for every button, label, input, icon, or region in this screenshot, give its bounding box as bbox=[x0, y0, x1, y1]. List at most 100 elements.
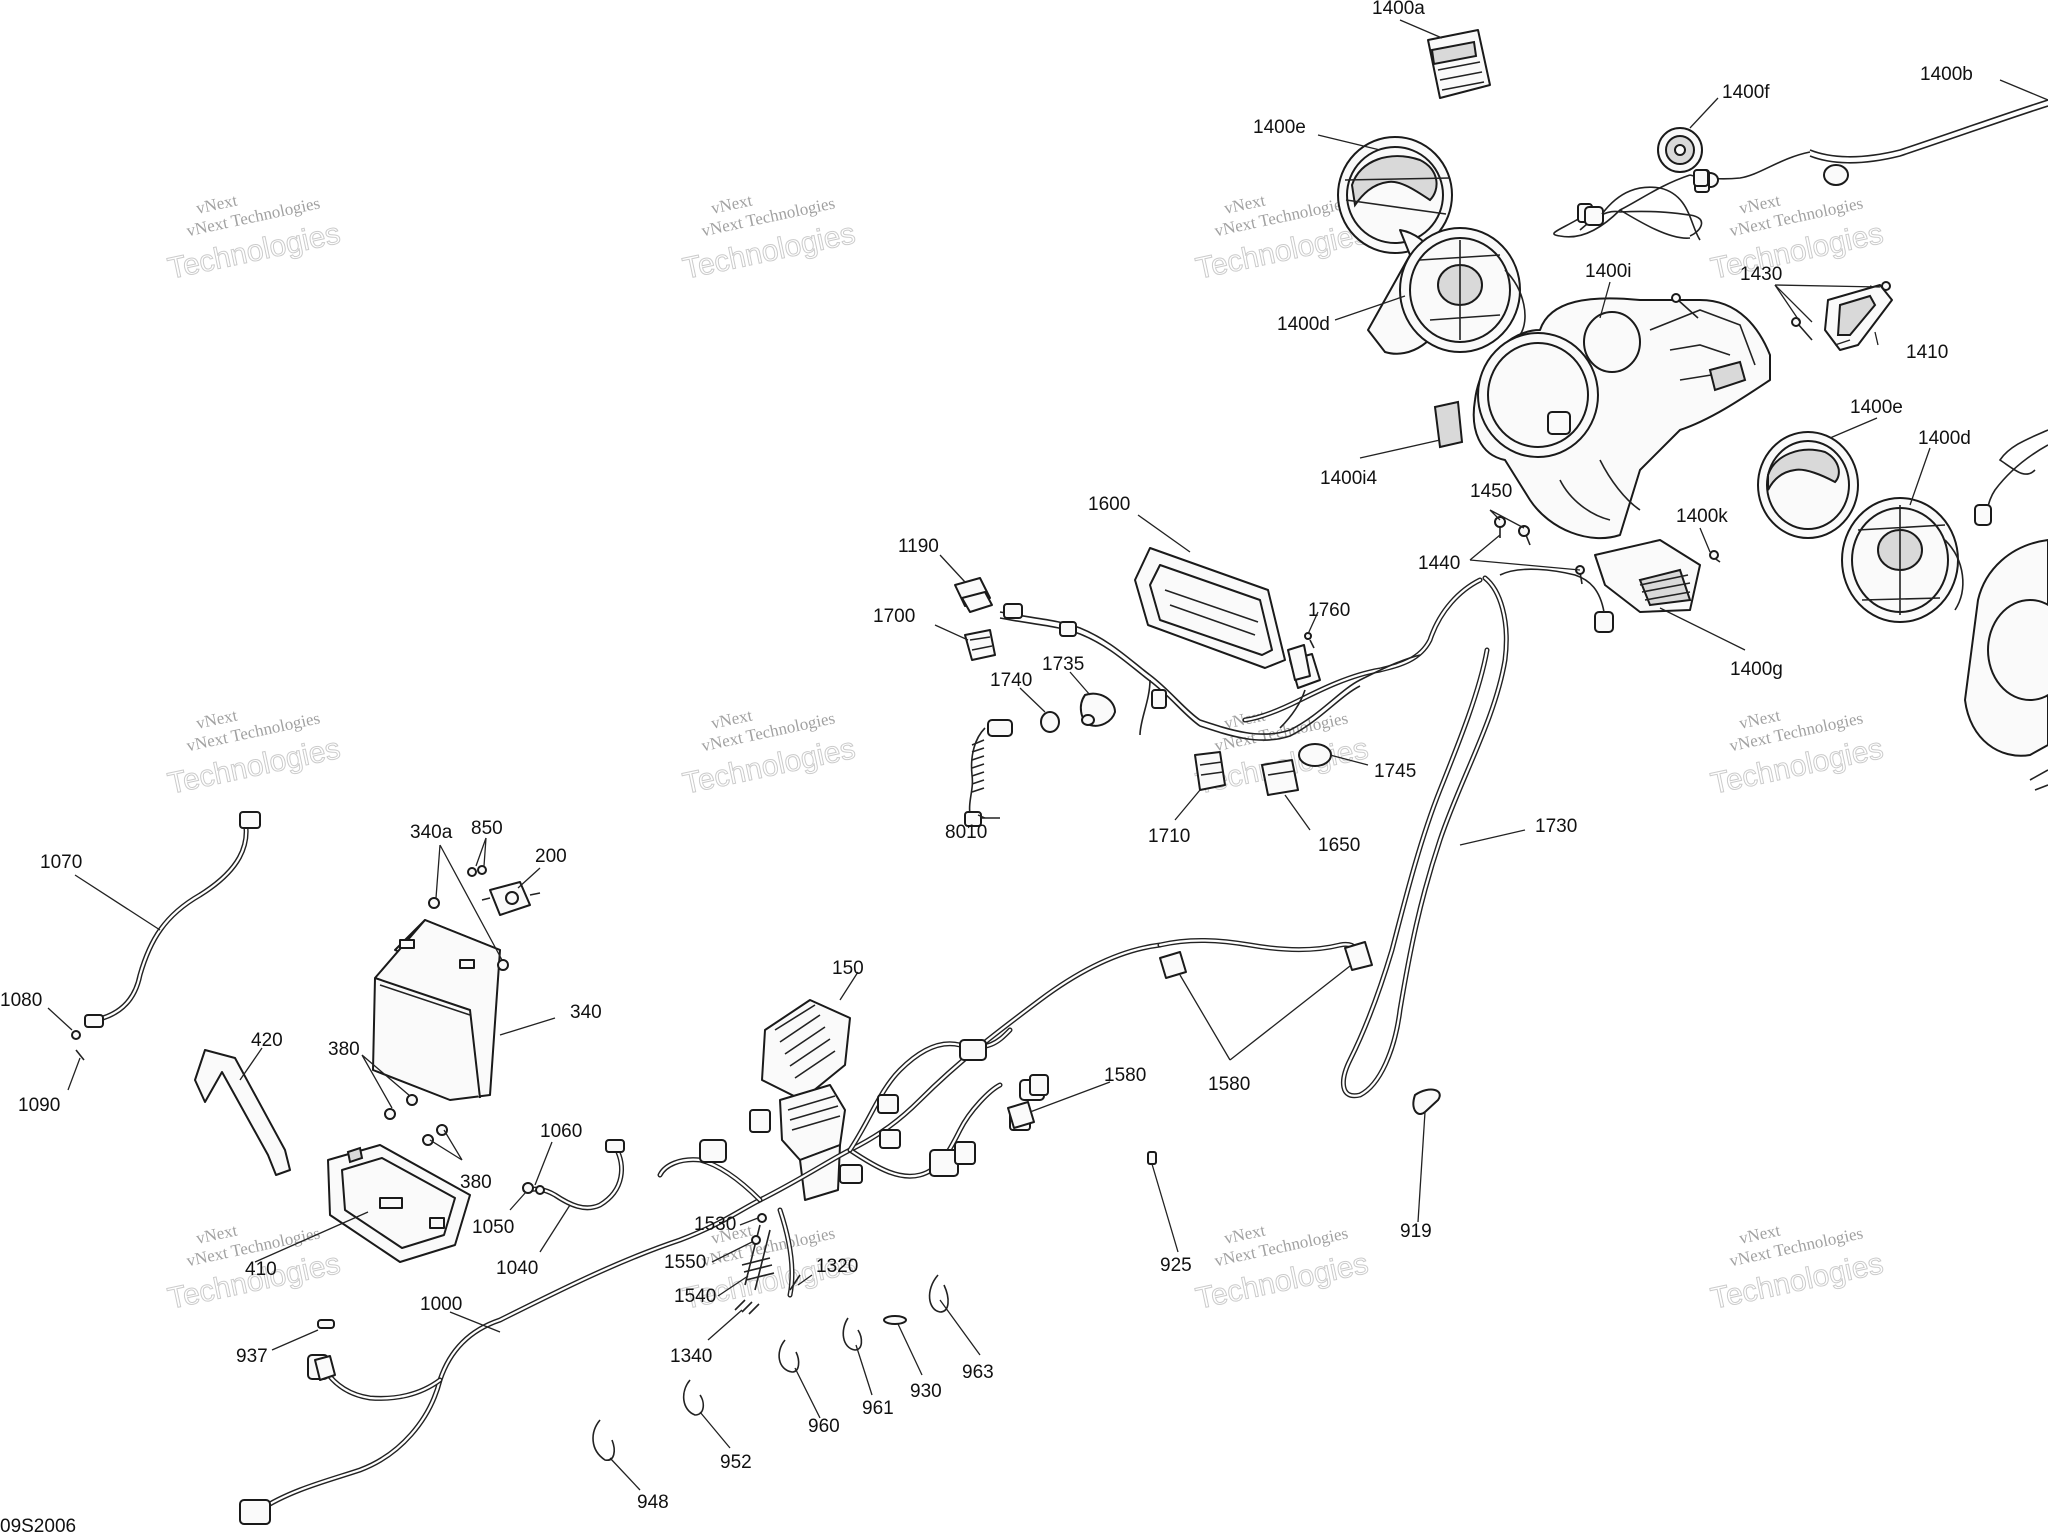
leader-1340 bbox=[707, 1309, 743, 1341]
callout-1400g: 1400g bbox=[1730, 659, 1783, 680]
part-1400d-speaker-right bbox=[1841, 497, 1964, 623]
leader-420 bbox=[239, 1047, 263, 1081]
callout-850: 850 bbox=[471, 818, 503, 839]
watermark: vNext vNext Technologies Technologies bbox=[164, 705, 343, 801]
leader-1400a bbox=[1399, 19, 1443, 39]
callout-963: 963 bbox=[962, 1362, 994, 1383]
part-1400a-module bbox=[1427, 29, 1491, 99]
drawing-code: 09S2006 bbox=[0, 1516, 76, 1536]
part-1000-main-harness bbox=[239, 938, 1363, 1525]
callout-1650: 1650 bbox=[1318, 835, 1360, 856]
watermark: vNext vNext Technologies Technologies bbox=[1707, 705, 1886, 801]
callout-380-top: 380 bbox=[328, 1039, 360, 1060]
leader-960 bbox=[794, 1367, 821, 1419]
callout-1400e-top: 1400e bbox=[1253, 117, 1306, 138]
callout-1090: 1090 bbox=[18, 1095, 60, 1116]
callout-961: 961 bbox=[862, 1398, 894, 1419]
part-925-clip bbox=[1147, 1151, 1157, 1165]
leader-1320 bbox=[797, 1274, 813, 1286]
callout-1580-b: 1580 bbox=[1208, 1074, 1250, 1095]
callout-410: 410 bbox=[245, 1259, 277, 1280]
leader-1400e-top bbox=[1317, 134, 1381, 151]
leader-930 bbox=[897, 1323, 923, 1376]
leader-1530 bbox=[739, 1217, 759, 1226]
callout-1040: 1040 bbox=[496, 1258, 538, 1279]
watermark: vNext vNext Technologies Technologies bbox=[1707, 1220, 1886, 1316]
leader-8010 bbox=[977, 814, 986, 819]
callout-1190: 1190 bbox=[898, 536, 939, 557]
part-1410-plate bbox=[1824, 284, 1893, 351]
watermark: vNext vNext Technologies Technologies bbox=[679, 705, 858, 801]
leader-1400d-top bbox=[1334, 295, 1406, 321]
callout-1340: 1340 bbox=[670, 1346, 712, 1367]
callout-1080: 1080 bbox=[0, 990, 42, 1011]
watermark: vNext vNext Technologies Technologies bbox=[164, 190, 343, 286]
leader-1400d-right bbox=[1909, 447, 1931, 506]
part-200-relay bbox=[481, 881, 541, 916]
leader-925 bbox=[1151, 1163, 1179, 1253]
callout-1600: 1600 bbox=[1088, 494, 1130, 515]
leader-1580-a bbox=[1029, 1081, 1111, 1113]
part-connector-1400i-left bbox=[1584, 186, 1701, 241]
leader-961 bbox=[855, 1344, 873, 1396]
part-fuse-box bbox=[749, 1084, 846, 1201]
leader-1400i4 bbox=[1359, 439, 1441, 459]
callout-1050: 1050 bbox=[472, 1217, 514, 1238]
callout-1060: 1060 bbox=[540, 1121, 582, 1142]
leader-937 bbox=[271, 1329, 319, 1351]
part-1400i4-pad bbox=[1433, 400, 1464, 449]
leader-1450 bbox=[1489, 509, 1525, 529]
callout-420: 420 bbox=[251, 1030, 283, 1051]
leader-1410 bbox=[1834, 339, 1851, 346]
leader-340a bbox=[435, 844, 503, 961]
part-340a-850-bolts bbox=[428, 865, 509, 971]
part-1040-cable bbox=[522, 1139, 625, 1211]
callout-1740: 1740 bbox=[990, 670, 1032, 691]
leader-1090 bbox=[67, 1057, 81, 1091]
callout-1700: 1700 bbox=[873, 606, 915, 627]
callout-1400e-right: 1400e bbox=[1850, 397, 1903, 418]
leader-1400k bbox=[1699, 527, 1711, 553]
leader-963 bbox=[939, 1299, 981, 1356]
leader-1760 bbox=[1307, 611, 1319, 635]
callout-948: 948 bbox=[637, 1492, 669, 1513]
leader-1700 bbox=[934, 624, 969, 641]
part-1735-sensor bbox=[1079, 692, 1116, 727]
callout-1400d-right: 1400d bbox=[1918, 428, 1971, 449]
leader-1745 bbox=[1329, 754, 1369, 766]
leader-380-bottom bbox=[429, 1129, 463, 1161]
leader-952 bbox=[699, 1411, 731, 1449]
callout-1400i: 1400i bbox=[1585, 261, 1632, 282]
callout-930: 930 bbox=[910, 1381, 942, 1402]
leader-410 bbox=[254, 1211, 369, 1263]
callout-1000: 1000 bbox=[420, 1294, 462, 1315]
leader-1440 bbox=[1469, 534, 1581, 571]
leader-1540 bbox=[717, 1275, 749, 1297]
leader-1400b bbox=[1999, 79, 2048, 101]
part-1400e-ring-top bbox=[1337, 136, 1453, 254]
leader-1430-a bbox=[1774, 284, 1881, 288]
callout-937: 937 bbox=[236, 1346, 268, 1367]
leader-919 bbox=[1417, 1111, 1426, 1223]
callout-1400k: 1400k bbox=[1676, 506, 1728, 527]
watermark: vNext vNext Technologies Technologies bbox=[679, 190, 858, 286]
callout-1710: 1710 bbox=[1148, 826, 1190, 847]
callout-380-bottom: 380 bbox=[460, 1172, 492, 1193]
leader-1730 bbox=[1459, 829, 1526, 846]
part-1400d-speaker-top bbox=[1367, 227, 1526, 355]
part-1400g-switch-pack bbox=[1499, 539, 1721, 633]
part-1700-connector bbox=[964, 629, 996, 661]
part-410-tray bbox=[327, 1144, 471, 1263]
part-1400e-ring-right bbox=[1757, 431, 1859, 539]
callout-960: 960 bbox=[808, 1416, 840, 1437]
callout-8010: 8010 bbox=[945, 822, 987, 843]
callout-1400f: 1400f bbox=[1722, 82, 1770, 103]
leader-1050 bbox=[509, 1191, 527, 1211]
part-150-regulator bbox=[761, 999, 851, 1101]
leader-850 bbox=[475, 837, 487, 867]
leader-1710 bbox=[1174, 789, 1201, 821]
callout-200: 200 bbox=[535, 846, 567, 867]
part-1400f-speaker bbox=[1657, 127, 1709, 187]
part-1745-ring bbox=[1298, 743, 1332, 767]
